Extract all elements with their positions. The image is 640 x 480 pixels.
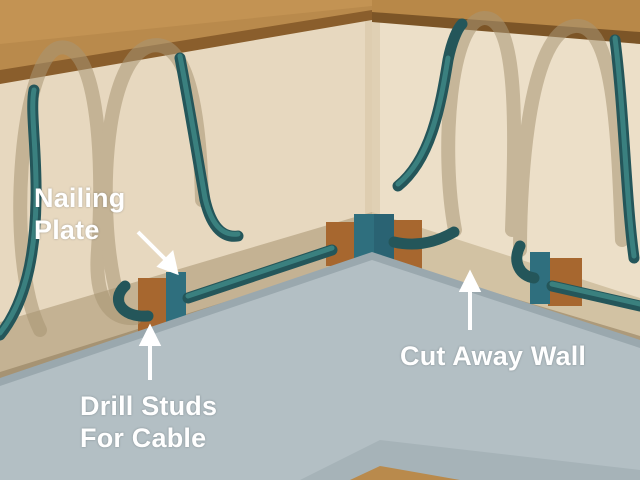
nailing-plate-label-line-2: Plate <box>34 215 100 245</box>
arrow-drill-studs-head <box>138 323 162 346</box>
nailing-plate-2 <box>354 214 374 264</box>
arrow-cut-away-head <box>458 269 482 292</box>
cut-away-wall-label: Cut Away Wall <box>400 341 587 371</box>
floor <box>0 256 640 480</box>
arrow-nailing-plate <box>136 230 170 264</box>
nailing-plate-label-line-1: Nailing <box>34 183 126 213</box>
arrow-nailing-plate-head <box>156 250 179 276</box>
nailing-plate-label: Nailing Plate <box>34 182 125 246</box>
ceiling-beam-left-edge <box>0 10 372 84</box>
nailing-plate-1 <box>166 272 186 328</box>
drill-studs-label: Drill Studs For Cable <box>80 390 217 454</box>
wall-corner-shade <box>365 18 380 216</box>
arrows <box>136 230 482 380</box>
ceiling-beam-left-top <box>0 0 372 44</box>
drill-studs-label-line-1: Drill Studs <box>80 391 218 421</box>
floor-step-wood <box>350 466 460 480</box>
nailing-plate-4 <box>530 252 550 304</box>
cable-highlights <box>0 35 640 336</box>
drill-studs-label-line-2: For Cable <box>80 423 207 453</box>
nailing-plate-3 <box>374 214 394 264</box>
